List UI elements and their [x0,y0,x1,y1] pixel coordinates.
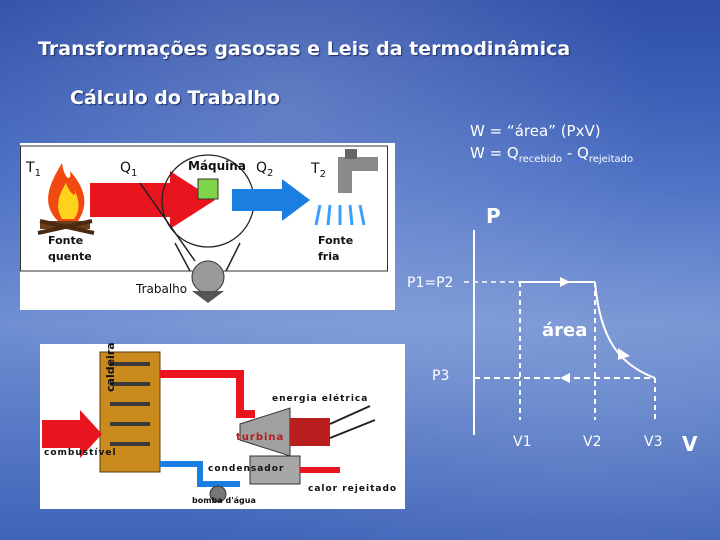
q1-letter: Q [120,160,132,176]
hot-source-line1: Fonte [48,234,84,247]
q2-sub: 2 [267,168,274,179]
t1-letter: T [26,160,35,176]
flame-icon [37,163,95,235]
p12-label: P1=P2 [407,275,454,291]
area-label: área [542,320,588,341]
q1-label: Q1 [120,160,138,179]
curve-arrow [618,348,630,360]
work-linkage [139,182,241,272]
formula-area: W = “área” (PxV) [470,122,601,140]
return-arrow [560,373,570,383]
boiler-coils [110,362,150,446]
hot-source-line2: quente [48,250,92,263]
t2-sub: 2 [319,169,326,180]
heat-engine-svg [20,145,388,303]
faucet-icon [314,149,378,226]
cold-source-line2: fria [318,250,340,263]
steam-pipe [160,370,255,418]
condenser-box [249,455,301,485]
power-plant-diagram: caldeira energia elétrica turbina combus… [40,342,405,509]
q1-sub: 1 [131,168,138,179]
wheel-stand [192,291,224,303]
t2-label: T2 [311,161,326,180]
machine-box [197,178,219,200]
electric-lines [329,405,376,439]
q2-letter: Q [256,160,268,176]
fuel-arrow [42,410,102,458]
water-pump-label: bomba d'água [192,496,256,505]
power-plant-svg [42,351,376,503]
t1-label: T1 [26,160,41,179]
formula-heat: W = Qrecebido - Qrejeitado [470,144,634,165]
pv-graph [464,230,656,435]
v2-label: V2 [583,434,602,450]
pump [209,485,227,503]
fuel-label: combustível [44,448,117,458]
formula-heat-sub-rejected: rejeitado [588,154,634,165]
t1-sub: 1 [34,168,41,179]
formula-heat-minus: - Q [562,144,589,162]
q2-label: Q2 [256,160,274,179]
work-wheel [191,260,225,294]
water-pipe [160,461,240,487]
cold-source-label: Fonte fria [318,233,353,265]
machine-label: Máquina [188,159,246,173]
rejected-heat-label: calor rejeitado [308,484,398,494]
isobar-arrow [560,277,570,287]
v1-label: V1 [513,434,532,450]
formula-heat-sub-received: recebido [518,154,563,165]
p-axis-label: P [486,204,501,228]
electric-energy-label: energia elétrica [272,394,369,404]
heat-out-arrow [232,179,310,221]
formula-heat-prefix: W = Q [470,144,519,162]
slide-subtitle: Cálculo do Trabalho [70,87,281,109]
v3-label: V3 [644,434,663,450]
v-axis-label: V [682,432,698,456]
hot-source-label: Fonte quente [48,233,92,265]
boiler [99,351,161,473]
boiler-label: caldeira [104,342,117,392]
condenser-label: condensador [208,464,285,474]
slide-title: Transformações gasosas e Leis da termodi… [38,38,571,60]
turbine-label: turbina [236,432,285,443]
t2-letter: T [311,161,320,177]
generator [290,418,330,446]
work-label: Trabalho [136,282,188,296]
cold-source-line1: Fonte [318,234,354,247]
p3-label: P3 [432,368,450,384]
heat-engine-diagram: T1 Q1 Máquina Q2 T2 Fonte quente Fonte f… [20,143,395,310]
expansion-curve [594,281,656,379]
formula-area-text: W = “área” (PxV) [470,122,601,140]
